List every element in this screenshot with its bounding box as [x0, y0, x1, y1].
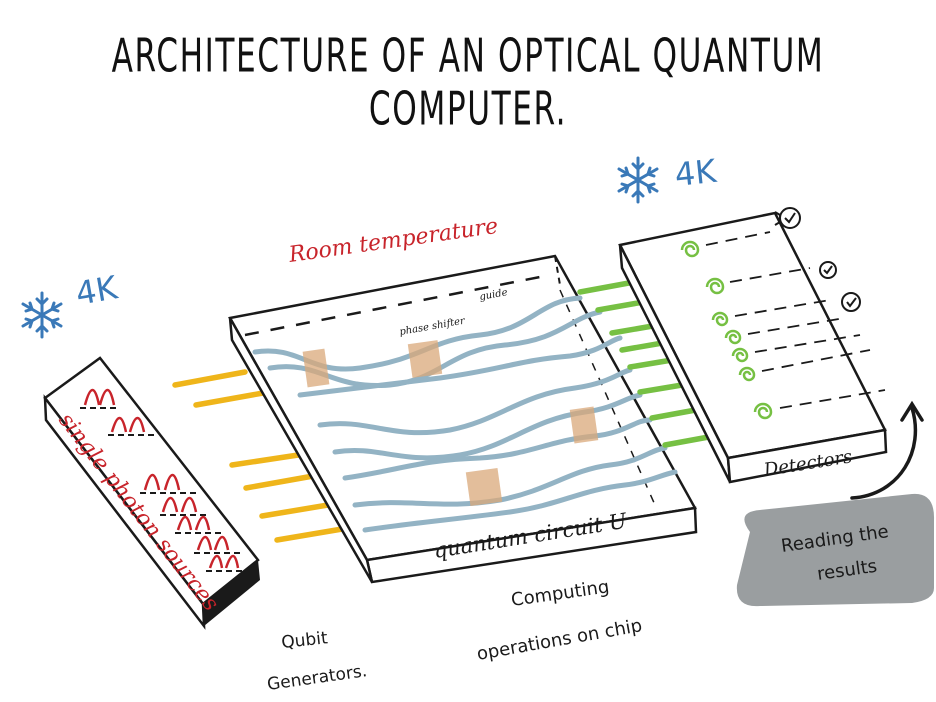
readout-lines — [705, 231, 886, 409]
photon-icon — [108, 416, 158, 436]
phase-shifter — [465, 467, 503, 507]
snowflake-icon — [617, 156, 659, 204]
guide-label: guide — [479, 287, 509, 303]
snowflake-icon — [21, 291, 63, 339]
photon-icon — [160, 496, 210, 516]
quantum-chip — [228, 254, 698, 584]
detector-spirals — [680, 240, 773, 420]
reading-callout — [736, 493, 935, 607]
phase-shifter — [407, 340, 443, 378]
photon-icon — [80, 388, 120, 409]
detector-board — [618, 211, 888, 484]
temp-right-label: 4K — [673, 152, 719, 194]
photon-icon — [175, 515, 223, 534]
temp-left-label: 4K — [73, 268, 121, 313]
qubit-generators-label-line2: Generators. — [266, 661, 368, 695]
photon-icon — [194, 535, 242, 554]
computing-label-line1: Computing — [510, 576, 611, 611]
computing-label-line2: operations on chip — [475, 615, 644, 665]
curved-arrow-icon — [850, 400, 924, 500]
photon-icon — [140, 473, 200, 494]
photon-icons — [80, 388, 256, 572]
page-title: ARCHITECTURE OF AN OPTICAL QUANTUM COMPU… — [111, 30, 825, 136]
photon-source-board — [43, 356, 260, 630]
checkmark-dial-icon — [819, 261, 837, 279]
phase-shifter — [569, 406, 599, 444]
checkmark-dial-icon — [841, 292, 861, 312]
room-temperature-label: Room temperature — [286, 214, 499, 268]
qubit-generators-label-line1: Qubit — [280, 628, 329, 653]
checkmark-dial-icon — [774, 207, 801, 229]
phase-shifters — [302, 340, 599, 507]
phase-shifter — [302, 348, 330, 388]
photon-icon — [206, 554, 256, 572]
